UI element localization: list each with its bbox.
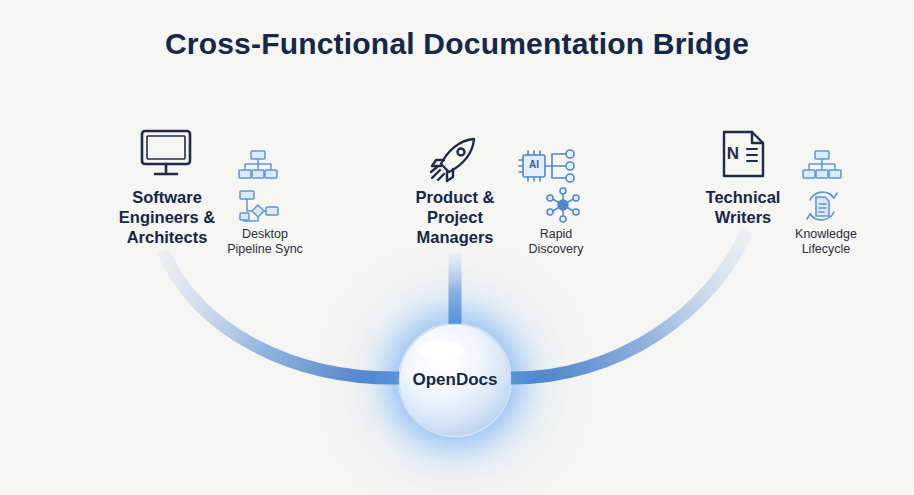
chip-text: AI: [523, 159, 545, 171]
feature-label: Rapid Discovery: [519, 227, 593, 257]
role-name: Software Engineers & Architects: [116, 187, 218, 247]
hierarchy-icon: [239, 151, 277, 178]
lifecycle-icon: [807, 192, 837, 220]
network-icon: [547, 188, 579, 222]
monitor-icon: [142, 131, 190, 174]
hierarchy-icon: [803, 151, 841, 178]
bridge-beam: [449, 253, 462, 327]
role-name: Technical Writers: [697, 187, 789, 227]
document-icon: [724, 132, 763, 176]
bridge-beam: [163, 251, 402, 378]
feature-label: Desktop Pipeline Sync: [220, 227, 310, 257]
diagram-title: Cross-Functional Documentation Bridge: [0, 27, 914, 61]
role-heading: Technical Writers: [697, 187, 789, 227]
role-heading: Software Engineers & Architects: [116, 187, 218, 247]
hub-label: OpenDocs: [412, 370, 497, 390]
role-name: Product & Project Managers: [408, 187, 502, 247]
role-heading: Product & Project Managers: [408, 187, 502, 247]
icon-letter: N: [725, 144, 741, 163]
flowchart-icon: [240, 191, 278, 221]
chip-icon: [519, 150, 574, 182]
hub-sphere: OpenDocs: [398, 323, 512, 437]
feature-label: Knowledge Lifecycle: [786, 227, 866, 257]
rocket-icon: [431, 139, 474, 181]
